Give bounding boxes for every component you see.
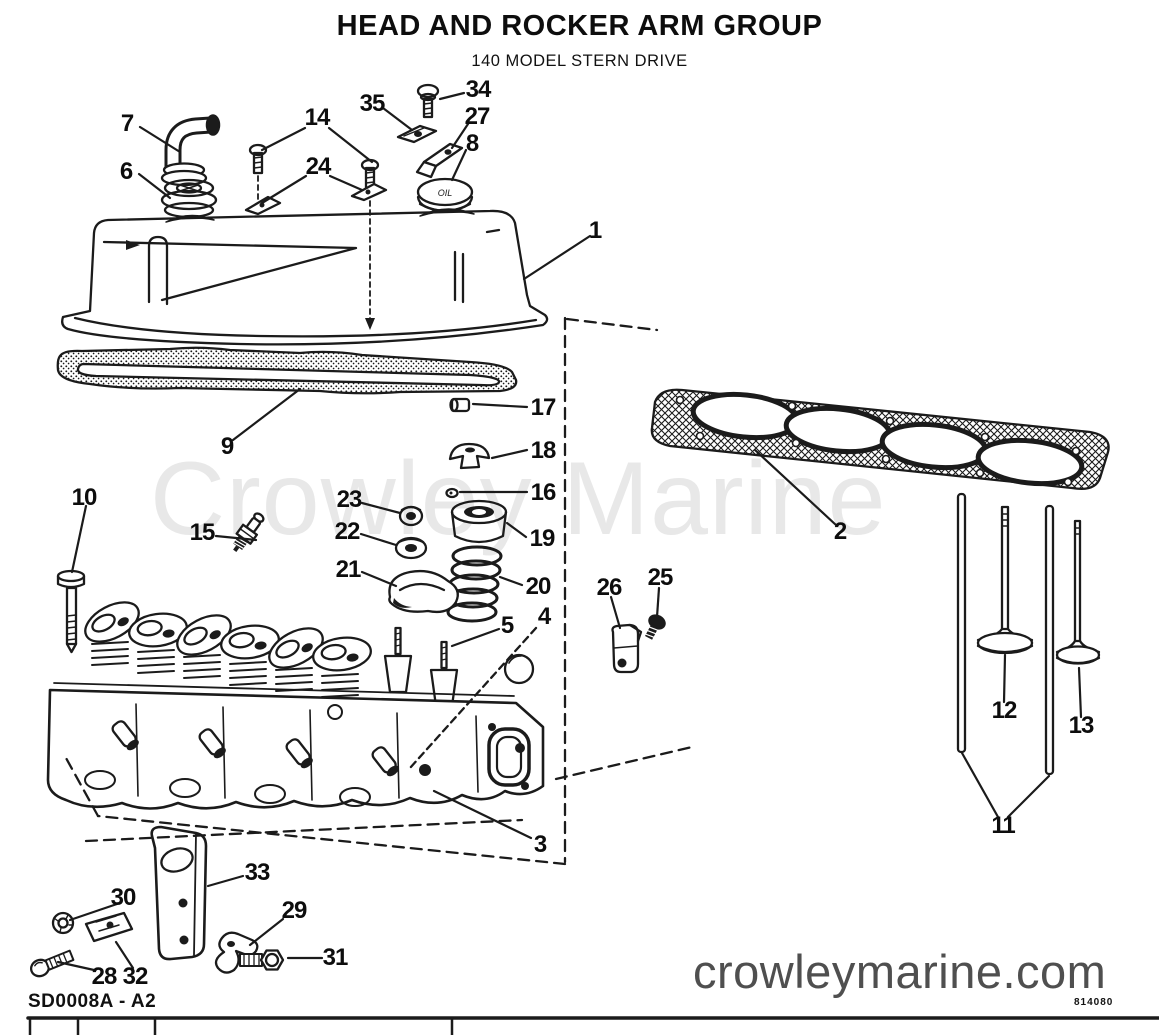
part-callout-9: 9 [220,433,234,460]
exhaust-valve-drawing [1055,519,1101,665]
part-callout-27: 27 [464,103,491,130]
part-callout-12: 12 [991,697,1018,724]
part-callout-2: 2 [833,518,847,545]
valve-seal-parts-drawing [445,397,508,544]
watermark-text: Crowley Marine [150,441,887,557]
page-subtitle: 140 MODEL STERN DRIVE [471,52,688,70]
part-callout-5: 5 [500,612,514,639]
valve-keeper-drawing [394,505,428,560]
part-callout-21: 21 [335,556,362,583]
part-callout-8: 8 [465,130,479,157]
part-callout-25: 25 [647,564,674,591]
oil-fill-cap-drawing: OIL [416,177,474,213]
small-bracket-drawing [611,623,643,674]
leader-lines [56,91,1083,972]
lift-bracket-drawing [150,825,208,961]
part-callout-32: 32 [122,963,149,990]
website-watermark: crowleymarine.com [693,945,1107,998]
oil-cap-text: OIL [438,188,453,198]
part-callout-11: 11 [991,812,1015,839]
part-callout-10: 10 [71,484,98,511]
part-callout-16: 16 [530,479,557,506]
valve-spring-drawing [446,545,503,623]
valve-rotator-drawing [388,569,459,614]
part-callout-33: 33 [244,859,271,886]
ball-drawing [503,653,535,685]
part-callout-31: 31 [322,944,349,971]
parts-table-border [26,1016,1159,1035]
part-callout-18: 18 [530,437,557,464]
part-callout-30: 30 [110,884,137,911]
part-callout-4: 4 [537,603,551,630]
nut-drawing [51,911,75,935]
valve-cover-drawing [61,208,549,346]
part-callout-26: 26 [596,574,623,601]
part-callout-17: 17 [530,394,557,421]
part-callout-29: 29 [281,897,308,924]
cover-gasket-drawing [56,346,518,395]
small-screw-drawing [645,614,666,640]
grommet-drawing [160,178,218,219]
drawing-code: SD0008A - A2 [28,991,157,1012]
header: HEAD AND ROCKER ARM GROUP 140 MODEL STER… [0,10,1159,71]
part-callout-15: 15 [189,519,216,546]
bolt-31-drawing [239,949,285,971]
head-gasket-drawing [650,388,1110,491]
pushrods-drawing [956,492,1055,776]
head-bolt-drawing [56,569,86,654]
part-callout-6: 6 [119,158,133,185]
part-callout-20: 20 [525,573,552,600]
cap-bracket-drawing [415,142,464,179]
part-callout-22: 22 [334,518,361,545]
part-callout-34: 34 [465,76,492,103]
part-callout-13: 13 [1068,712,1095,739]
clip-plate-drawing [84,911,134,943]
top-screw-drawing [416,83,440,119]
valve-studs-drawing [383,626,459,708]
part-callout-1: 1 [588,217,602,244]
part-callout-28: 28 [91,963,118,990]
part-callout-35: 35 [359,90,386,117]
plate-number: 814080 [1074,997,1114,1008]
cylinder-head-drawing [46,601,545,810]
construction-lines [64,316,694,866]
part-callout-7: 7 [120,110,134,137]
intake-valve-drawing [976,505,1034,655]
cover-clips-drawing [244,182,388,216]
part-callout-19: 19 [529,525,556,552]
part-callout-14: 14 [304,104,331,131]
part-callout-24: 24 [305,153,332,180]
part-callout-3: 3 [533,831,547,858]
page-title: HEAD AND ROCKER ARM GROUP [336,10,823,42]
part-callout-23: 23 [336,486,363,513]
bolt-28-drawing [29,949,75,978]
